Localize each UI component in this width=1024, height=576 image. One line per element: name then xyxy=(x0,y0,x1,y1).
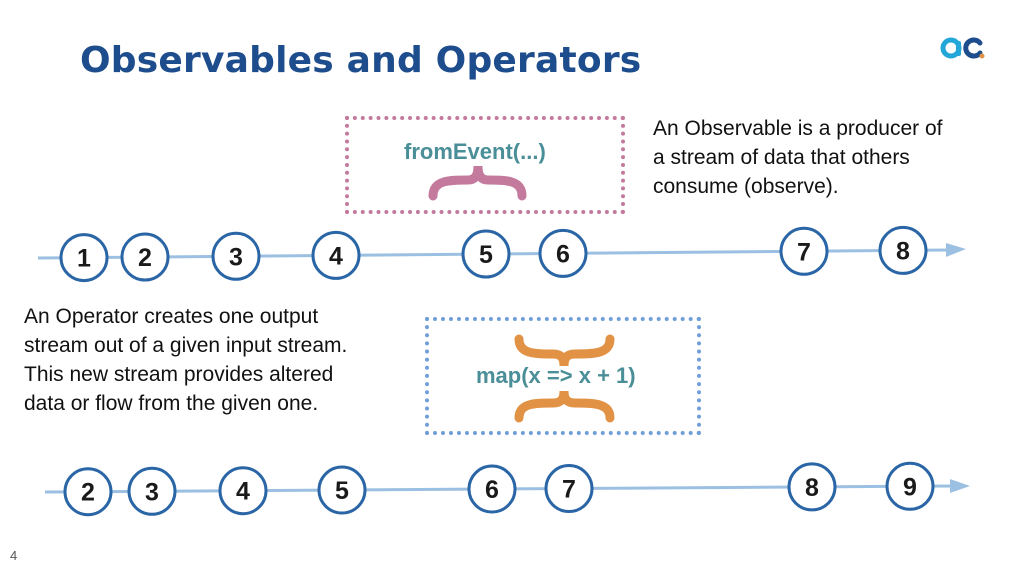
page-number: 4 xyxy=(10,548,18,563)
observable-marble: 2 xyxy=(120,232,170,282)
observable-marble: 1 xyxy=(59,233,109,283)
observable-marble: 3 xyxy=(211,231,261,281)
marble-circle xyxy=(127,466,177,516)
marble-circle xyxy=(779,226,829,276)
output-marble: 8 xyxy=(787,462,837,512)
output-marble: 4 xyxy=(218,466,268,516)
observable-marble: 4 xyxy=(311,230,361,280)
output-marble: 3 xyxy=(127,466,177,516)
marble-circle xyxy=(59,233,109,283)
marble-circle xyxy=(538,228,588,278)
marble-circle xyxy=(885,461,935,511)
marble-label: 4 xyxy=(236,478,250,506)
marble-circle xyxy=(467,464,517,514)
marble-circle xyxy=(461,229,511,279)
map-operator-label: map(x => x + 1) xyxy=(476,363,636,388)
output-marble: 9 xyxy=(885,461,935,511)
marble-circle xyxy=(211,231,261,281)
marble-label: 3 xyxy=(145,478,159,506)
slide-title: Observables and Operators xyxy=(80,40,642,81)
marble-label: 5 xyxy=(335,477,349,505)
marble-label: 9 xyxy=(903,473,917,501)
marble-label: 4 xyxy=(329,242,343,270)
output-marble: 5 xyxy=(317,465,367,515)
marble-label: 2 xyxy=(81,479,95,507)
brand-logo xyxy=(940,37,985,59)
marble-label: 7 xyxy=(797,238,811,266)
marble-circle xyxy=(317,465,367,515)
output-marble: 2 xyxy=(63,467,113,517)
operator-description: An Operator creates one output stream ou… xyxy=(24,305,348,415)
map-operator-box xyxy=(425,317,701,435)
marble-circle xyxy=(878,225,928,275)
observable-marble: 8 xyxy=(878,225,928,275)
observable-marble: 7 xyxy=(779,226,829,276)
marble-circle xyxy=(63,467,113,517)
marble-label: 6 xyxy=(485,476,499,504)
marble-label: 8 xyxy=(896,237,910,265)
marble-circle xyxy=(787,462,837,512)
marble-circle xyxy=(544,464,594,514)
marble-circle xyxy=(120,232,170,282)
marble-label: 3 xyxy=(229,243,243,271)
marble-label: 6 xyxy=(556,240,570,268)
observable-marble: 6 xyxy=(538,228,588,278)
observable-description: An Observable is a producer of a stream … xyxy=(653,117,943,198)
from-event-label: fromEvent(...) xyxy=(404,139,546,164)
marble-label: 1 xyxy=(77,245,91,273)
observable-marble: 5 xyxy=(461,229,511,279)
marble-circle xyxy=(218,466,268,516)
output-marble: 6 xyxy=(467,464,517,514)
marble-label: 2 xyxy=(138,244,152,272)
marble-label: 5 xyxy=(479,241,493,269)
marble-label: 8 xyxy=(805,474,819,502)
marble-circle xyxy=(311,230,361,280)
marble-label: 7 xyxy=(562,476,576,504)
output-marble: 7 xyxy=(544,464,594,514)
from-event-box xyxy=(345,116,625,214)
